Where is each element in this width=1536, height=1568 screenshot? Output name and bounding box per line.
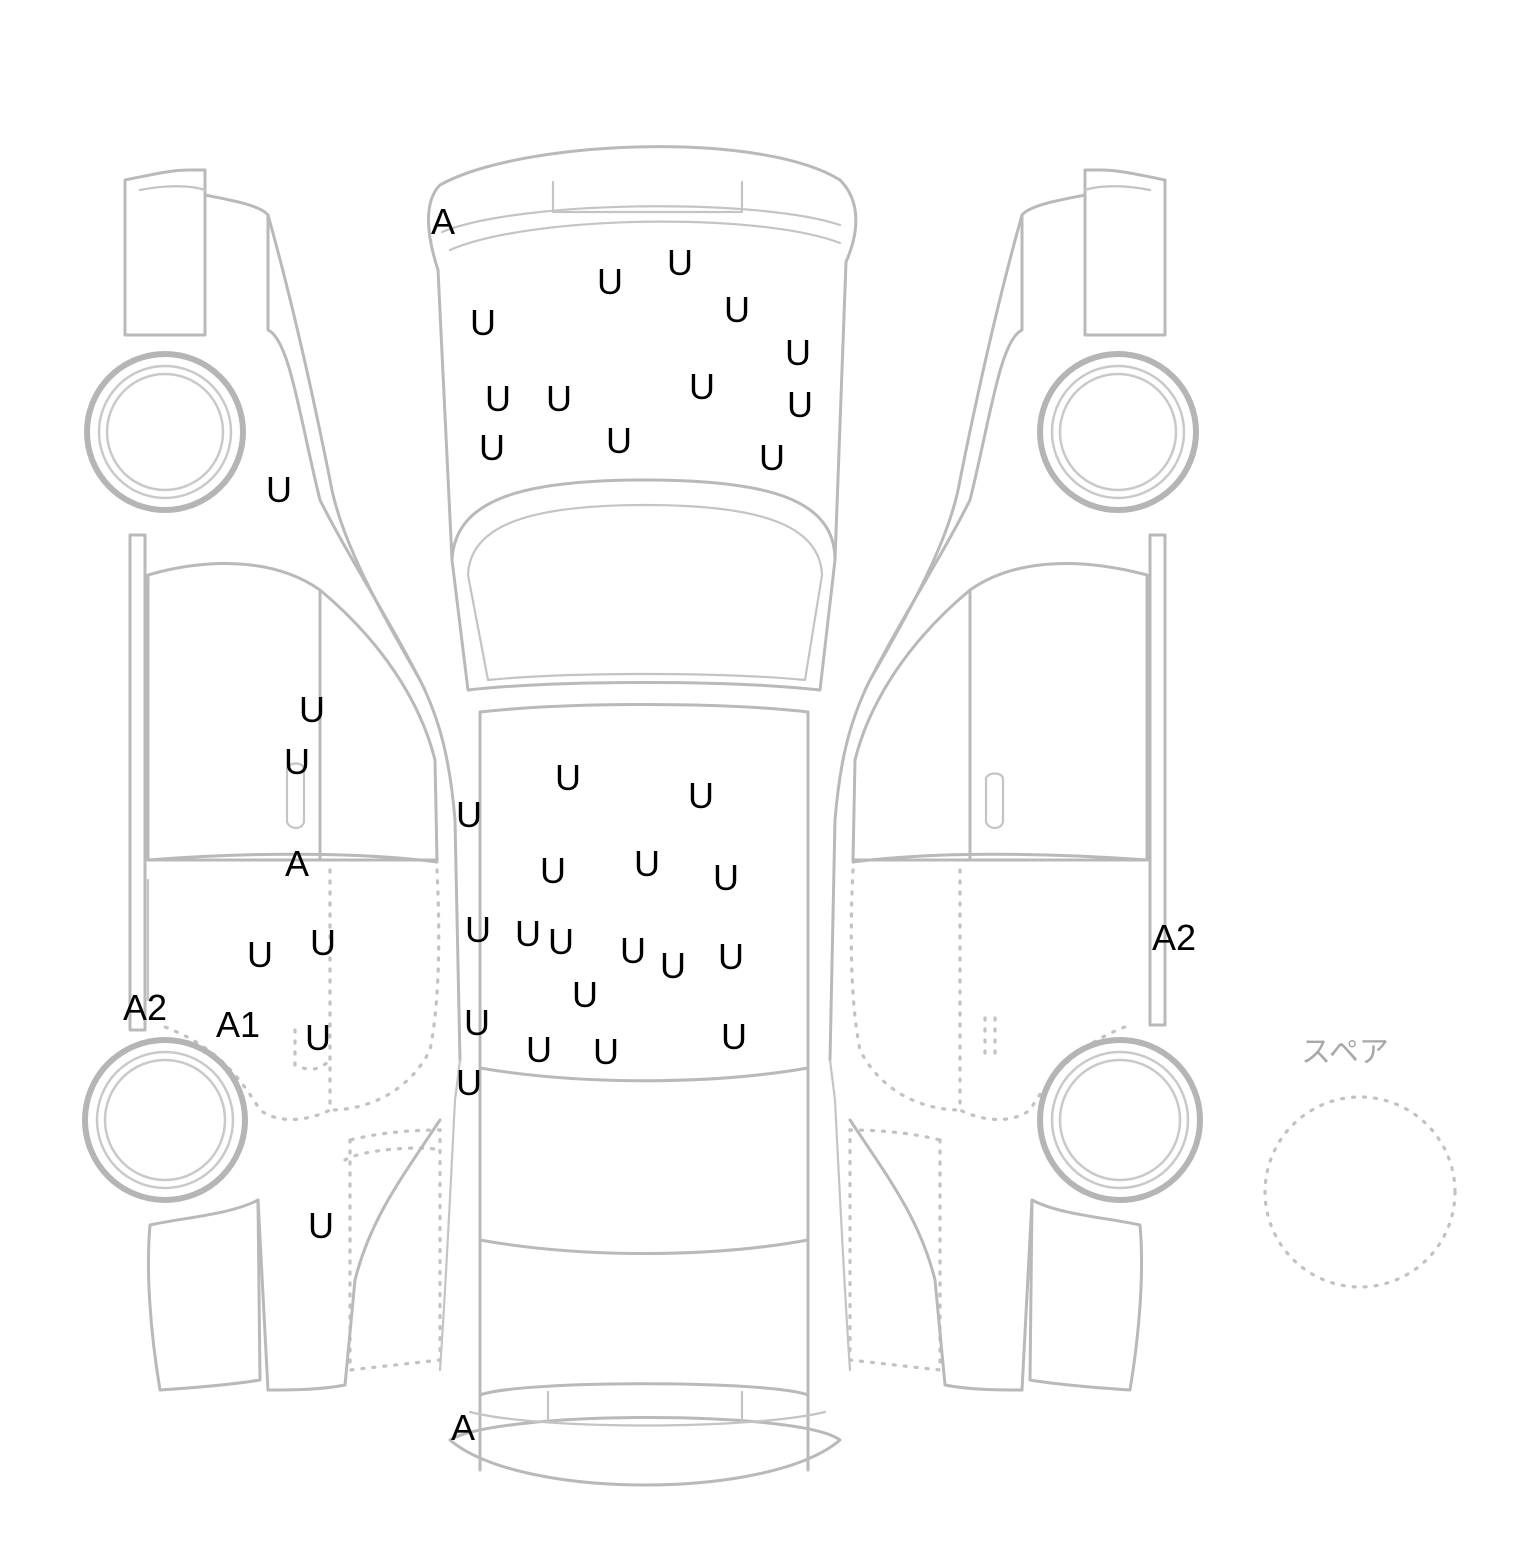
damage-marker: U (667, 242, 693, 283)
damage-marker: U (555, 757, 581, 798)
damage-marker: U (785, 332, 811, 373)
damage-marker: U (660, 945, 686, 986)
damage-marker: U (787, 384, 813, 425)
right-side-vehicle (828, 168, 1203, 1392)
damage-marker: U (548, 921, 574, 962)
damage-marker: A (284, 843, 310, 884)
damage-marker: A2 (122, 987, 168, 1028)
damage-marker: U (689, 366, 715, 407)
damage-marker: U (721, 1016, 747, 1057)
damage-marker: U (465, 909, 491, 950)
damage-marker: U (597, 261, 623, 302)
damage-marker: U (464, 1002, 490, 1043)
damage-marker: U (479, 427, 505, 468)
damage-marker: U (593, 1031, 619, 1072)
damage-marker: U (620, 930, 646, 971)
damage-marker: U (526, 1029, 552, 1070)
damage-marker: A (450, 1407, 476, 1448)
damage-marker: U (284, 741, 310, 782)
damage-marker: U (456, 1062, 482, 1103)
damage-marker: U (759, 437, 785, 478)
damage-marker: A1 (215, 1004, 261, 1045)
damage-marker: U (247, 934, 273, 975)
damage-marker: A2 (1151, 917, 1197, 958)
damage-marker: U (515, 913, 541, 954)
damage-marker: U (688, 775, 714, 816)
damage-marker: U (713, 857, 739, 898)
top-view-vehicle (427, 145, 858, 1487)
damage-marker: U (724, 289, 750, 330)
damage-marker: U (308, 1205, 334, 1246)
damage-marker: U (540, 850, 566, 891)
damage-marker: U (718, 936, 744, 977)
damage-marker: U (470, 302, 496, 343)
left-side-vehicle (82, 168, 462, 1392)
damage-marker: U (606, 420, 632, 461)
spare-tyre-outline (1263, 1095, 1457, 1289)
damage-marker: U (310, 922, 336, 963)
damage-marker: U (456, 794, 482, 835)
damage-marker: U (305, 1017, 331, 1058)
damage-marker: A (430, 201, 456, 242)
damage-marker: U (266, 469, 292, 510)
damage-marker: U (546, 378, 572, 419)
damage-marker: U (299, 689, 325, 730)
damage-marker: U (485, 378, 511, 419)
damage-marker: U (572, 974, 598, 1015)
spare-tyre-label: スペア (1301, 1035, 1389, 1070)
damage-marker: U (634, 843, 660, 884)
